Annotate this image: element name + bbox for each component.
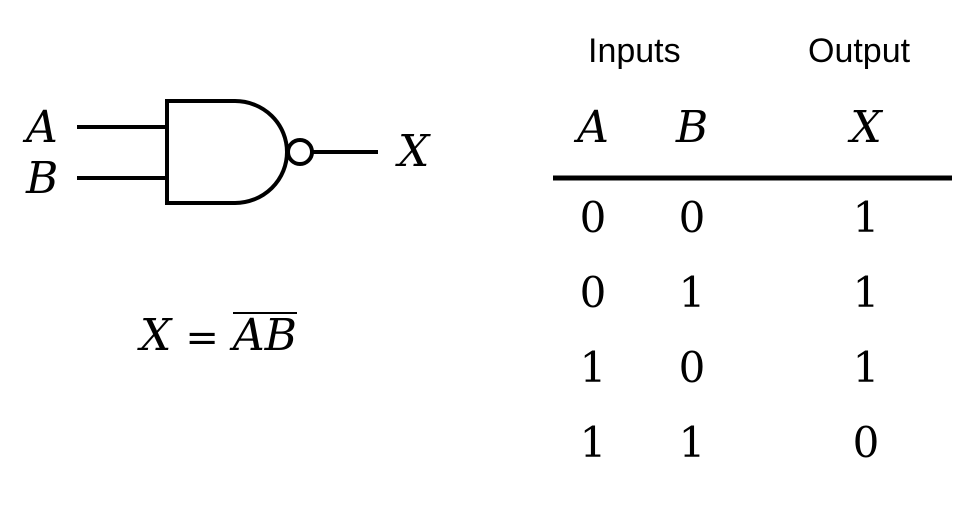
table-cell: 0 <box>579 193 607 242</box>
table-cell: 1 <box>678 418 706 467</box>
column-header-x: X <box>850 102 882 153</box>
inversion-bubble <box>286 138 314 166</box>
equation-equals: = <box>185 315 219 361</box>
table-cell: 1 <box>852 268 880 317</box>
nand-gate-body <box>165 99 289 205</box>
output-group-header: Output <box>808 32 911 70</box>
gate-input-b-label: B <box>26 153 59 204</box>
table-cell: 0 <box>852 418 880 467</box>
column-header-b: B <box>675 102 709 153</box>
table-cell: 0 <box>678 193 706 242</box>
table-cell: 1 <box>852 193 880 242</box>
table-cell: 1 <box>678 268 706 317</box>
table-cell: 1 <box>852 343 880 392</box>
inputs-group-header: Inputs <box>588 32 681 70</box>
gate-input-a-label: A <box>26 102 58 153</box>
equation-lhs: X <box>140 310 172 361</box>
table-cell: 1 <box>579 418 607 467</box>
table-cell: 0 <box>678 343 706 392</box>
equation-rhs-negated: AB <box>232 310 297 361</box>
gate-output-label: X <box>398 126 430 177</box>
table-cell: 0 <box>579 268 607 317</box>
column-header-a: A <box>577 102 609 153</box>
boolean-equation: X = AB <box>140 312 297 358</box>
table-cell: 1 <box>579 343 607 392</box>
